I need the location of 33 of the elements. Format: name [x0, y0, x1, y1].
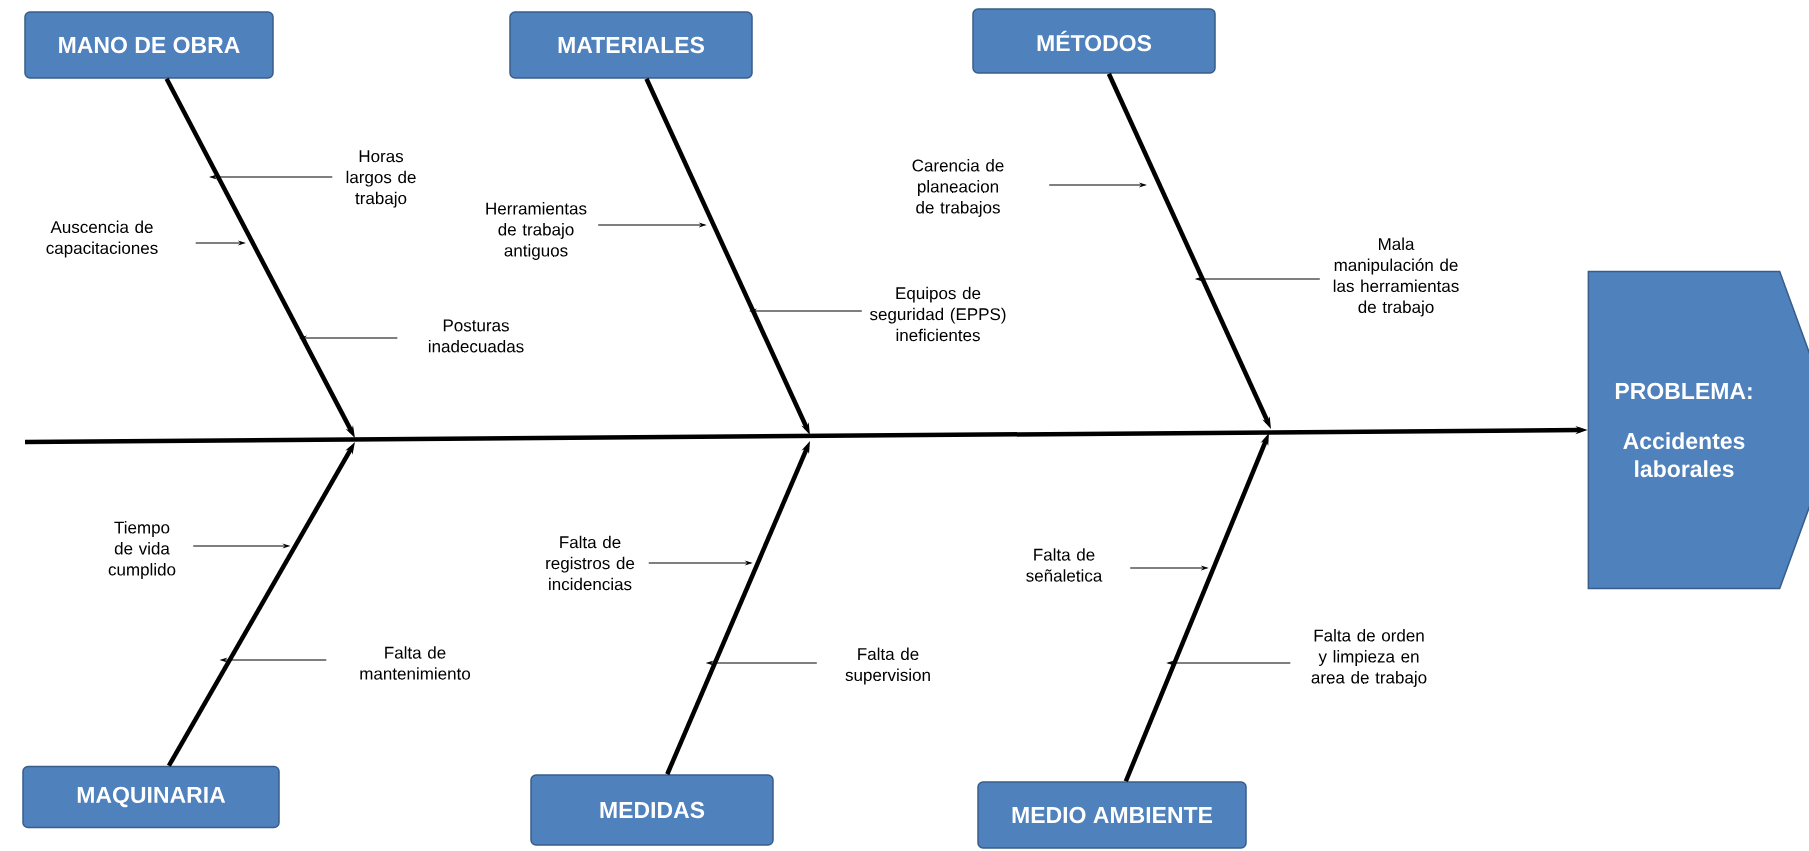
leader-arrow: [1129, 566, 1208, 570]
category-box: MEDIDAS: [530, 774, 774, 846]
leader-arrow: [1195, 277, 1321, 281]
category-box: MÉTODOS: [972, 8, 1216, 74]
leader-arrow: [300, 336, 398, 340]
leader-arrow: [706, 661, 818, 665]
leader-arrow: [597, 223, 706, 227]
cause-text: Falta de registros de incidencias: [546, 535, 635, 591]
category-box: MANO DE OBRA: [24, 11, 274, 79]
leader-arrow: [210, 175, 333, 179]
cause-text: Mala manipulación de las herramientas de trabajo: [1333, 237, 1459, 317]
cause-text: Falta de mantenimiento: [360, 646, 470, 680]
category-box: MEDIO AMBIENTE: [977, 781, 1247, 849]
cause-text: Falta de orden y limpieza en area de trabajo: [1311, 629, 1427, 687]
cause-text: Herramientas de trabajo antiguos: [486, 202, 587, 260]
cause-text: Falta de señaletica: [1026, 548, 1103, 582]
cause-text: Posturas inadecuadas: [428, 319, 524, 353]
cause-text: Equipos de seguridad (EPPS) ineficientes: [870, 286, 1006, 342]
cause-text: Horas largos de trabajo: [346, 150, 416, 208]
cause-text: Auscencia de capacitaciones: [46, 220, 158, 258]
leader-arrow: [750, 309, 863, 313]
leader-arrow: [220, 658, 327, 662]
category-box: MAQUINARIA: [22, 765, 280, 829]
cause-text: Tiempo de vida cumplido: [108, 521, 176, 579]
problem-box: PROBLEMA: Accidentes laborales: [1587, 270, 1809, 590]
leader-arrow: [1048, 183, 1146, 187]
leader-arrow: [195, 241, 245, 245]
cause-text: Falta de supervision: [845, 647, 930, 685]
cause-text: Carencia de planeacion de trabajos: [912, 159, 1004, 217]
leader-arrow: [1167, 661, 1291, 665]
leader-arrow: [648, 561, 752, 565]
category-box: MATERIALES: [509, 11, 753, 79]
leader-arrow: [192, 544, 290, 548]
